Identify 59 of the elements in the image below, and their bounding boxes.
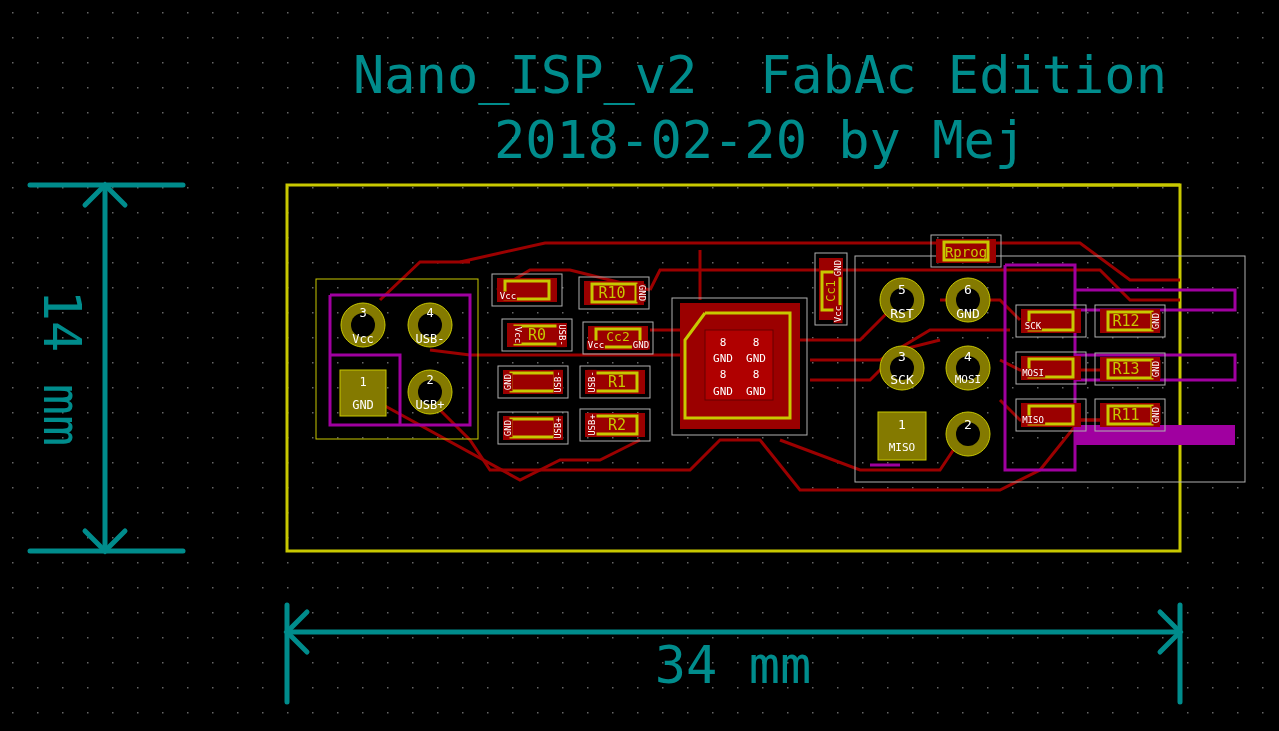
pin-number: 3 [898,349,906,363]
pad-net-name: USB- [553,370,563,394]
reference-designator: Rprog [944,245,988,259]
dimension-label: 14 mm [36,289,88,447]
pin-name: MOSI [954,373,982,385]
pin-name: GND [352,399,374,411]
pin-number: 1 [898,417,906,431]
pad-net-name: GND [503,418,513,438]
pad-net-name: Vcc [498,291,518,301]
reference-designator: Cc1 [825,280,837,302]
pad-net-name: USB+ [553,416,563,440]
pad-net-name: USB- [556,323,566,347]
pad-net-name: GND [713,352,733,364]
pin-number: 6 [964,282,972,296]
pad-net-name: GND [636,283,646,303]
reference-designator: R12 [1112,313,1140,329]
reference-designator: R1 [607,374,627,390]
pin-number: 4 [426,307,434,319]
reference-designator: R10 [598,285,626,301]
pin-name: RST [890,306,914,320]
pin-name: Vcc [352,333,374,345]
pin-number: 5 [898,282,906,296]
pad-net-name: Vcc [586,340,606,350]
pad-net-name: GND [713,385,733,397]
pin-number: 3 [359,307,367,319]
pin-number: 4 [964,349,972,363]
pin-number: 1 [359,376,367,388]
pad-net-name: GND [1151,405,1161,425]
pad-net-name: SCK [1023,321,1043,331]
pin-name: USB- [415,333,445,345]
reference-designator: R0 [527,327,547,343]
pad-net-name: Vcc [833,304,843,324]
pad-net-name: USB- [587,370,597,394]
dimension-label: 34 mm [654,639,812,691]
pad-net-name: Vcc [512,325,522,345]
reference-designator: R13 [1112,361,1140,377]
pad-net-name: GND [746,352,766,364]
pad-net-name: GND [1151,359,1161,379]
pin-name: USB+ [415,399,445,411]
pin-number: 2 [426,374,434,386]
pin-name: GND [956,306,980,320]
pad-net-name: GND [833,258,843,278]
pad-net-name: USB+ [587,413,597,437]
reference-designator: Cc2 [606,329,630,343]
pad-net-name: MISO [1021,415,1045,425]
pad-number: 8 [752,368,760,380]
pad-net-name: MOSI [1021,368,1045,378]
pin-number: 2 [964,417,972,431]
pin-name: SCK [890,372,914,386]
reference-designator: R2 [607,417,627,433]
pad-number: 8 [752,336,760,348]
pad-net-name: GND [631,340,651,350]
pad-net-name: GND [503,372,513,392]
reference-designator: R11 [1112,407,1140,423]
pad-net-name: GND [1151,311,1161,331]
pad-net-name: GND [746,385,766,397]
pad-number: 8 [719,336,727,348]
pin-name: MISO [888,441,916,453]
pad-number: 8 [719,368,727,380]
